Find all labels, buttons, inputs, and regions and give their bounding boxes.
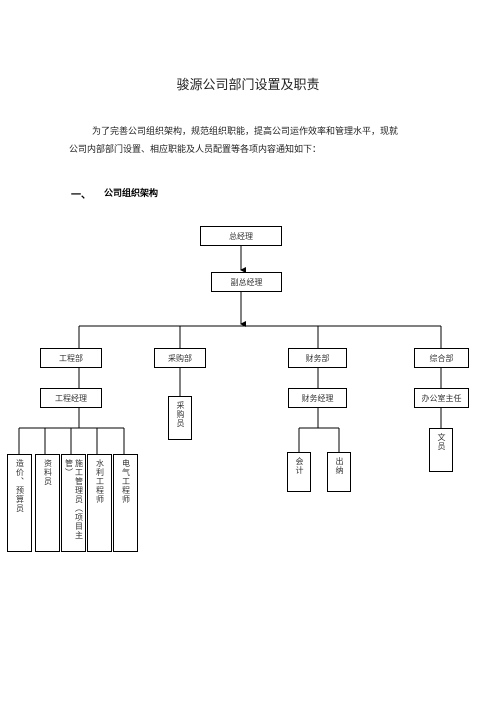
staff-box-water-engineer: 水利工程师 bbox=[87, 454, 112, 552]
deputy-general-manager-box: 副总经理 bbox=[211, 272, 282, 292]
staff-box-construction-manager: 施工管理员（项目主管） bbox=[61, 454, 86, 552]
department-purchasing-box: 采购部 bbox=[154, 348, 206, 368]
clerk-box: 文员 bbox=[429, 428, 453, 472]
department-engineering-box: 工程部 bbox=[40, 348, 102, 368]
cashier-box: 出纳 bbox=[327, 452, 351, 492]
section-title: 公司组织架构 bbox=[104, 189, 159, 199]
page-title: 骏源公司部门设置及职责 bbox=[176, 78, 320, 93]
section-number: 一、 bbox=[71, 190, 91, 201]
staff-label-electrical-engineer: 电气工程师 bbox=[121, 459, 131, 504]
intro-line-2: 公司内部部门设置、相应职能及人员配置等各项内容通知如下： bbox=[69, 145, 322, 155]
office-director-box: 办公室主任 bbox=[414, 388, 469, 408]
general-manager-box: 总经理 bbox=[200, 226, 282, 246]
staff-box-documentation: 资料员 bbox=[35, 454, 60, 552]
department-general-affairs-box: 综合部 bbox=[414, 348, 469, 368]
finance-manager-box: 财务经理 bbox=[288, 388, 347, 408]
staff-label-construction-manager: 施工管理员（项目主管） bbox=[64, 459, 84, 540]
engineering-manager-box: 工程经理 bbox=[40, 388, 102, 408]
intro-line-1: 为了完善公司组织架构，规范组织职能，提高公司运作效率和管理水平，现就 bbox=[92, 127, 399, 137]
staff-label-documentation: 资料员 bbox=[43, 459, 53, 486]
purchaser-box: 采购员 bbox=[168, 396, 192, 440]
staff-box-electrical-engineer: 电气工程师 bbox=[113, 454, 138, 552]
accountant-label: 会计 bbox=[295, 457, 304, 475]
purchaser-label: 采购员 bbox=[176, 401, 185, 428]
staff-box-cost-budget: 造价、预算员 bbox=[7, 454, 32, 552]
clerk-label: 文员 bbox=[437, 433, 446, 451]
accountant-box: 会计 bbox=[287, 452, 311, 492]
cashier-label: 出纳 bbox=[335, 457, 344, 475]
staff-label-water-engineer: 水利工程师 bbox=[95, 459, 105, 504]
staff-label-cost-budget: 造价、预算员 bbox=[15, 459, 25, 513]
department-finance-box: 财务部 bbox=[288, 348, 347, 368]
